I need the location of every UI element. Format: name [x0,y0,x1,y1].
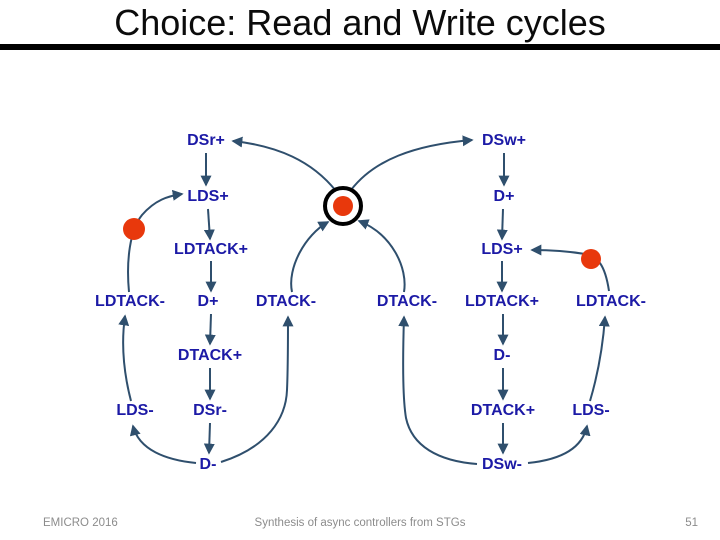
slide-footer: EMICRO 2016 Synthesis of async controlle… [0,514,720,534]
edge-d-minus-read-to-lds-minus-read [129,424,197,464]
footer-subtitle: Synthesis of async controllers from STGs [254,517,466,529]
slide-title: Choice: Read and Write cycles [114,2,606,43]
edge-dsw-minus-to-dtack-minus-write [398,315,478,465]
node-lds-plus-write: LDS+ [481,241,523,258]
title-underline [0,44,720,50]
node-lds-minus-write: LDS- [572,402,610,419]
edge-choice-place-to-dsr-plus [231,136,337,192]
edge-dtack-minus-read-to-choice-place [290,221,330,293]
token-dot-right [581,249,601,269]
node-dtack-plus-read: DTACK+ [177,347,243,364]
node-dtack-plus-write: DTACK+ [470,402,536,419]
node-ldtack-plus-read: LDTACK+ [174,241,248,258]
edge-d-plus-write-to-lds-plus-write [496,208,508,241]
node-d-plus-read: D+ [197,293,219,310]
node-d-plus-write: D+ [493,188,515,205]
edge-lds-minus-write-to-ldtack-minus-write [589,315,610,402]
edge-dtack-minus-write-to-choice-place [357,219,406,293]
node-d-minus-write: D- [493,347,511,364]
node-ldtack-minus-write: LDTACK- [576,293,646,310]
edge-d-minus-read-to-dtack-minus-read [220,315,294,463]
node-d-minus-read: D- [199,456,217,473]
edge-choice-place-to-dsw-plus [350,135,474,191]
node-dtack-minus-write: DTACK- [376,293,438,310]
choice-place-token-dot [333,196,353,216]
edge-dsw-minus-to-lds-minus-write [527,424,591,464]
edge-ldtack-minus-read-to-lds-plus-read [127,189,184,293]
node-lds-plus-read: LDS+ [187,188,229,205]
node-dsr-minus: DSr- [193,402,227,419]
node-dsw-plus: DSw+ [481,132,527,149]
node-dsr-plus: DSr+ [187,132,225,149]
footer-conference: EMICRO 2016 [43,517,118,529]
edge-lds-minus-read-to-ldtack-minus-read [118,314,132,402]
edge-dsr-minus-to-d-minus-read [203,422,215,455]
node-dtack-minus-read: DTACK- [255,293,317,310]
node-ldtack-minus-read: LDTACK- [95,293,165,310]
token-dot-left [123,218,145,240]
footer-page-number: 51 [685,517,698,529]
node-ldtack-plus-write: LDTACK+ [465,293,539,310]
edge-d-plus-read-to-dtack-plus-read [204,313,216,346]
node-lds-minus-read: LDS- [116,402,154,419]
node-dsw-minus: DSw- [482,456,522,473]
edge-lds-plus-read-to-ldtack-plus-read [203,208,215,241]
